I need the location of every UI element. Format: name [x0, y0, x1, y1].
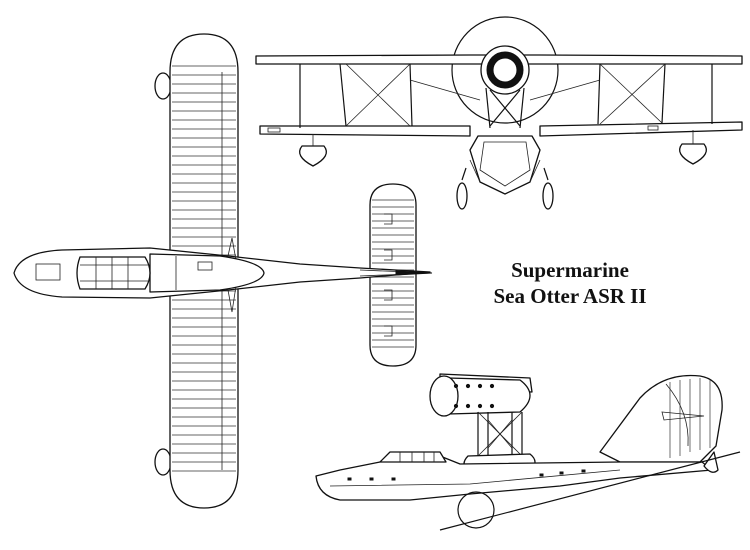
- front-landing-gear: [456, 167, 554, 210]
- top-wingtip-float-upper: [154, 72, 172, 100]
- front-hull: [469, 135, 541, 195]
- side-fin-rudder: [599, 374, 723, 463]
- top-tail-ribs: [372, 199, 414, 348]
- front-float-left: [299, 145, 327, 167]
- side-propeller-disc: [457, 491, 495, 529]
- aircraft-variant: Sea Otter ASR II: [493, 284, 647, 308]
- top-view: [13, 33, 433, 509]
- side-waterline: [439, 451, 741, 531]
- top-wingtip-float-lower: [154, 448, 172, 476]
- side-view: [315, 373, 741, 531]
- front-lower-wing: [259, 125, 471, 137]
- aircraft-name: Supermarine: [511, 258, 629, 282]
- side-cockpit-canopy: [379, 451, 447, 463]
- top-bow-hatch: [35, 263, 61, 281]
- top-engine-nacelle: [149, 253, 265, 293]
- front-propeller-disc: [451, 16, 559, 124]
- front-float-right: [679, 143, 707, 165]
- front-view: [255, 16, 743, 210]
- top-cockpit-canopy: [76, 256, 151, 290]
- top-wing-ribs: [172, 65, 236, 472]
